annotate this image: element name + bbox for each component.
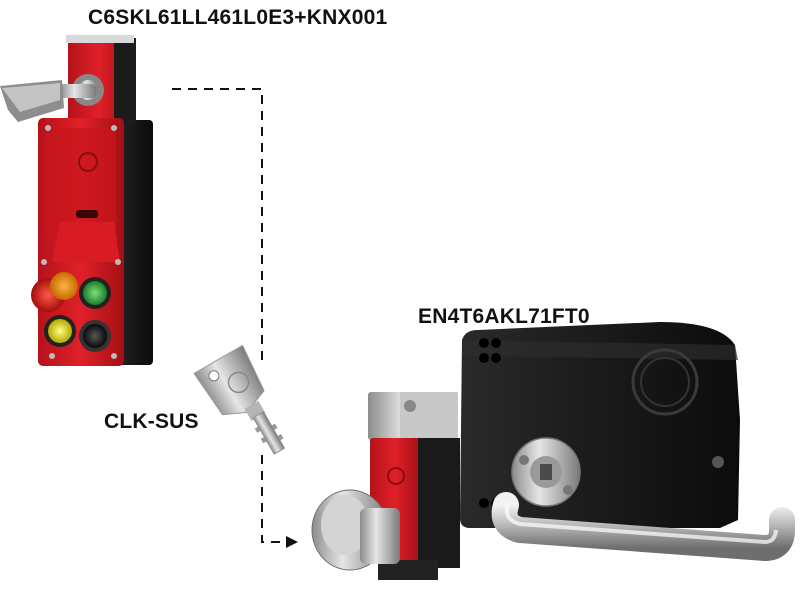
product-code-label-top: C6SKL61LL461L0E3+KNX001 — [88, 6, 388, 29]
door-lock-device — [311, 322, 795, 580]
dashed-connector — [172, 88, 286, 543]
product-code-label-key: CLK-SUS — [104, 410, 199, 433]
key-clk-sus — [193, 344, 286, 455]
arrow-head-icon — [286, 536, 298, 548]
product-code-label-right: EN4T6AKL71FT0 — [418, 305, 590, 328]
safety-switch-red-device — [0, 35, 153, 366]
